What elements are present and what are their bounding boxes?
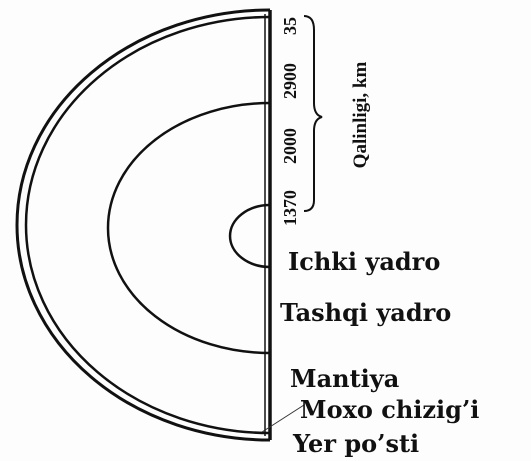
- label-outer-core: Tashqi yadro: [280, 298, 451, 327]
- label-mantle: Mantiya: [290, 364, 399, 393]
- thickness-value-crust: 35: [280, 17, 300, 35]
- crust-outer-boundary: [15, 8, 271, 442]
- moho-boundary: [24, 15, 271, 435]
- label-moho: Moxo chizig’i: [300, 395, 479, 424]
- core-mantle-boundary: [106, 101, 271, 355]
- moho-leader-line: [261, 404, 305, 433]
- thickness-bracket: [303, 15, 323, 212]
- label-inner-core: Ichki yadro: [288, 247, 440, 276]
- thickness-value-mantle: 2900: [280, 63, 300, 99]
- inner-core-boundary: [228, 203, 271, 269]
- thickness-axis-title: Qalinligi, km: [350, 62, 371, 169]
- thickness-value-outer-core: 2000: [280, 128, 300, 164]
- thickness-value-inner-core: 1370: [280, 190, 300, 226]
- label-crust: Yer po’sti: [292, 429, 419, 458]
